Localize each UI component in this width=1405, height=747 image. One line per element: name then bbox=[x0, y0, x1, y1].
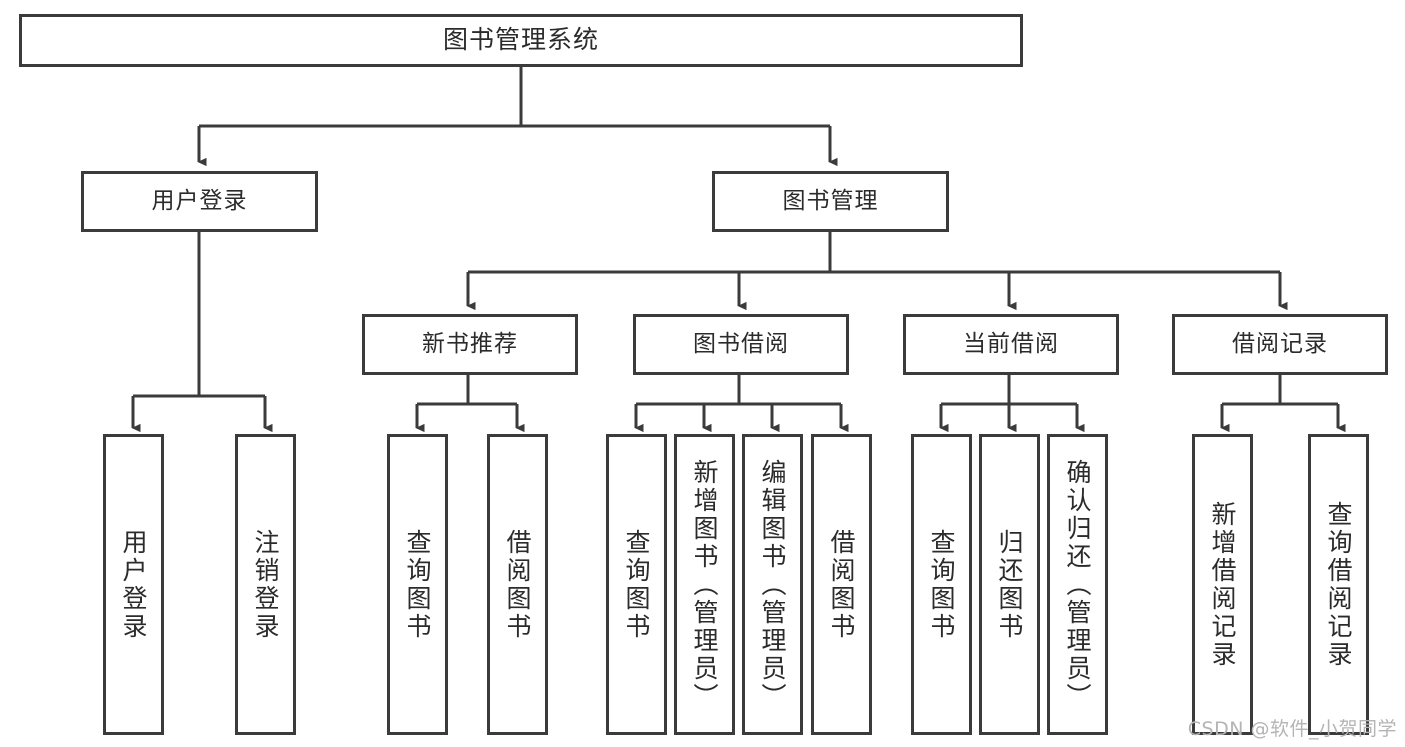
leaf-logout-label: 注销登录 bbox=[251, 528, 280, 641]
leaf-borrow-book[interactable]: 借阅图书 bbox=[811, 434, 872, 735]
leaf-borrow-book-recommend[interactable]: 借阅图书 bbox=[487, 434, 548, 735]
leaf-query-borrow-record-label: 查询借阅记录 bbox=[1324, 500, 1353, 669]
leaf-confirm-return-admin-label: 确认归还（管理员） bbox=[1063, 458, 1092, 711]
leaf-query-book-recommend-label: 查询图书 bbox=[403, 528, 432, 641]
node-book-borrow[interactable]: 图书借阅 bbox=[633, 314, 849, 375]
leaf-borrow-book-recommend-label: 借阅图书 bbox=[503, 528, 532, 641]
node-borrow-record-label: 借阅记录 bbox=[1232, 331, 1328, 358]
leaf-add-book-admin-label: 新增图书（管理员） bbox=[690, 458, 719, 711]
leaf-confirm-return-admin[interactable]: 确认归还（管理员） bbox=[1047, 434, 1108, 735]
node-new-book-recommend-label: 新书推荐 bbox=[422, 331, 518, 358]
leaf-query-book-borrow[interactable]: 查询图书 bbox=[606, 434, 667, 735]
node-current-borrow[interactable]: 当前借阅 bbox=[903, 314, 1119, 375]
node-book-management[interactable]: 图书管理 bbox=[712, 171, 949, 232]
leaf-query-book-current-label: 查询图书 bbox=[927, 528, 956, 641]
node-borrow-record[interactable]: 借阅记录 bbox=[1172, 314, 1388, 375]
csdn-watermark: CSDN @软件_小贺同学 bbox=[1187, 718, 1397, 740]
node-new-book-recommend[interactable]: 新书推荐 bbox=[362, 314, 578, 375]
leaf-add-borrow-record[interactable]: 新增借阅记录 bbox=[1192, 434, 1253, 735]
leaf-borrow-book-label: 借阅图书 bbox=[827, 528, 856, 641]
leaf-edit-book-admin[interactable]: 编辑图书（管理员） bbox=[742, 434, 803, 735]
leaf-add-book-admin[interactable]: 新增图书（管理员） bbox=[674, 434, 735, 735]
leaf-user-login[interactable]: 用户登录 bbox=[103, 434, 164, 735]
leaf-add-borrow-record-label: 新增借阅记录 bbox=[1208, 500, 1237, 669]
leaf-query-book-borrow-label: 查询图书 bbox=[622, 528, 651, 641]
leaf-query-borrow-record[interactable]: 查询借阅记录 bbox=[1308, 434, 1369, 735]
node-user-login-label: 用户登录 bbox=[151, 188, 248, 215]
node-book-borrow-label: 图书借阅 bbox=[693, 331, 789, 358]
node-current-borrow-label: 当前借阅 bbox=[963, 331, 1059, 358]
leaf-query-book-current[interactable]: 查询图书 bbox=[911, 434, 972, 735]
leaf-edit-book-admin-label: 编辑图书（管理员） bbox=[758, 458, 787, 711]
leaf-return-book[interactable]: 归还图书 bbox=[979, 434, 1040, 735]
node-user-login[interactable]: 用户登录 bbox=[81, 171, 318, 232]
node-root-system[interactable]: 图书管理系统 bbox=[19, 14, 1023, 67]
leaf-query-book-recommend[interactable]: 查询图书 bbox=[387, 434, 448, 735]
leaf-logout[interactable]: 注销登录 bbox=[235, 434, 296, 735]
leaf-user-login-label: 用户登录 bbox=[119, 528, 148, 641]
node-root-system-label: 图书管理系统 bbox=[442, 25, 599, 55]
node-book-management-label: 图书管理 bbox=[782, 188, 879, 215]
leaf-return-book-label: 归还图书 bbox=[995, 528, 1024, 641]
